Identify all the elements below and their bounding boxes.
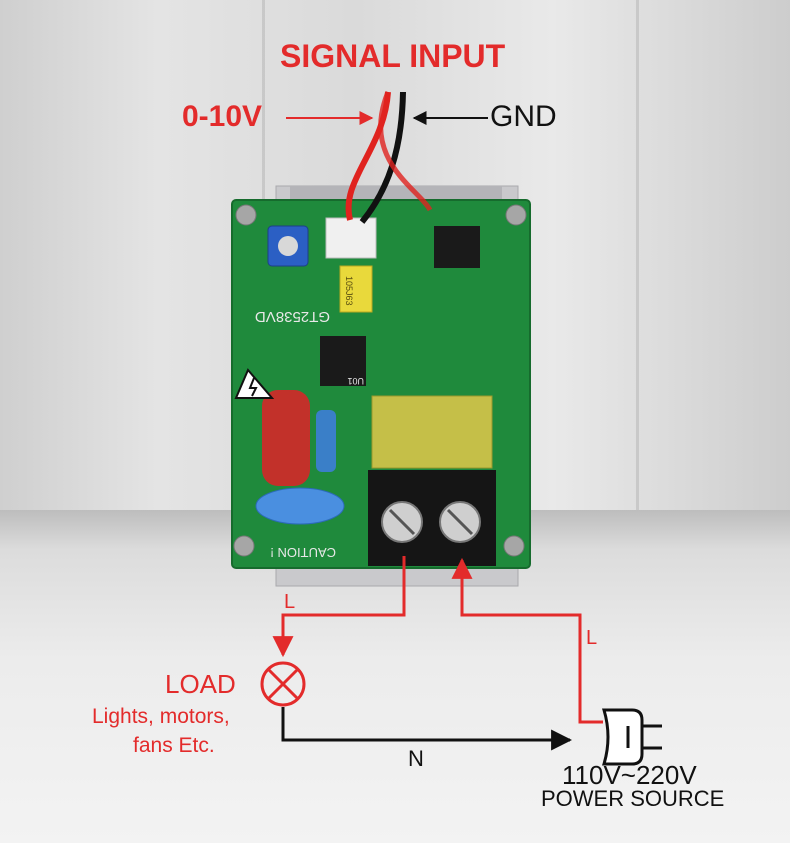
- wall-seam: [636, 0, 639, 520]
- capacitor-code-text: 105J63: [344, 276, 354, 306]
- x2-capacitor: [262, 390, 310, 486]
- gnd-label: GND: [490, 100, 557, 133]
- power-voltage: 110V~220V: [562, 760, 697, 790]
- disc-capacitor: [255, 487, 345, 525]
- mounting-screws: [233, 204, 527, 557]
- red-wire: [345, 91, 391, 221]
- neutral-wire: [281, 707, 573, 751]
- lamp-load-icon: [260, 661, 306, 707]
- live-wire-to-load: [272, 556, 406, 658]
- ic-ref-text: U01: [347, 376, 364, 386]
- voltage-label: 0-10V: [182, 100, 263, 133]
- live-wire-from-source: [451, 557, 603, 724]
- ic-chip: [434, 226, 480, 268]
- live-label-load: L: [284, 591, 296, 613]
- load-desc-line2: fans Etc.: [133, 734, 215, 757]
- terminal-screws: [381, 501, 481, 543]
- signal-input-title: SIGNAL INPUT: [280, 38, 506, 74]
- load-title: LOAD: [165, 669, 236, 699]
- triac-cover: [371, 395, 493, 469]
- load-desc-line1: Lights, motors,: [92, 705, 230, 728]
- board-caution-text: CAUTION !: [270, 545, 336, 560]
- live-label-source: L: [586, 627, 598, 649]
- neutral-label: N: [408, 746, 424, 771]
- power-source-label: POWER SOURCE: [541, 786, 725, 811]
- signal-connector: [325, 217, 377, 259]
- warning-triangle-icon: [234, 368, 275, 399]
- board-model-text: GT2538VD: [255, 308, 330, 325]
- red-wire-loop: [378, 91, 433, 212]
- resistor: [316, 410, 336, 472]
- film-capacitor: [339, 265, 373, 313]
- bridge-rectifier: [320, 336, 366, 386]
- power-plug-icon: [601, 708, 662, 766]
